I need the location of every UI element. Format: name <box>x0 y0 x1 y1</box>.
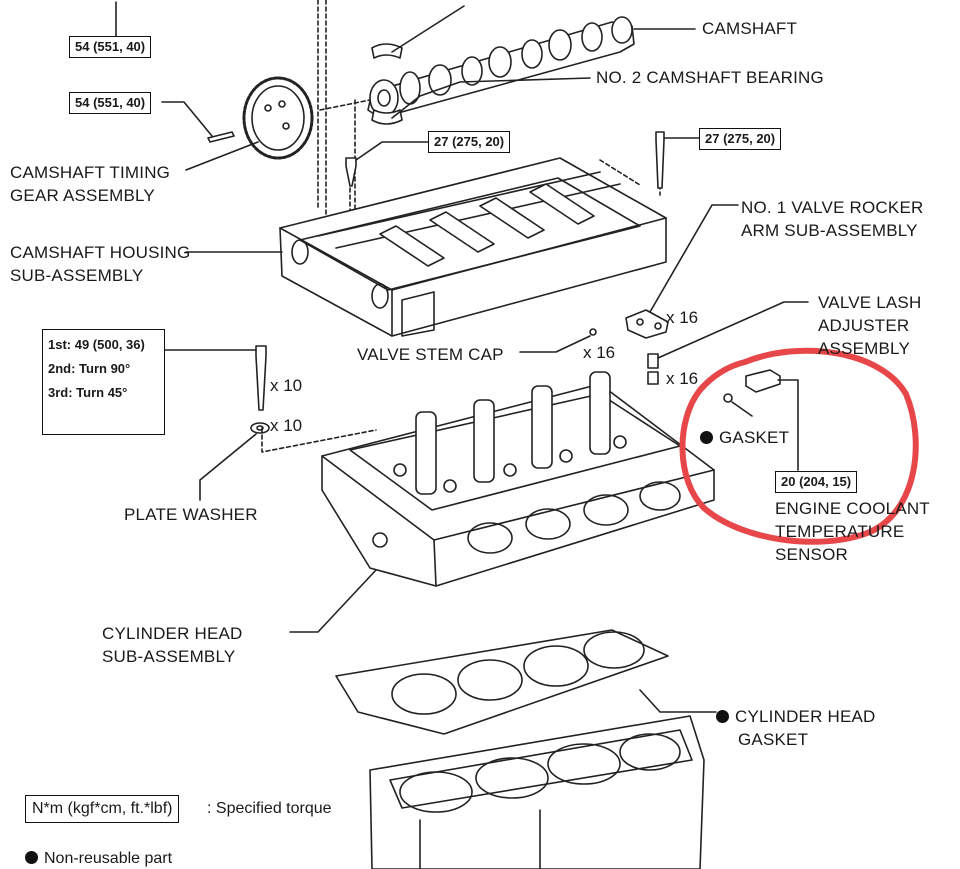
leader-coolant-sensor <box>777 379 799 471</box>
legend-nonreusable-text: Non-reusable part <box>44 850 173 867</box>
leader-head-gasket <box>639 689 717 713</box>
label-gasket-text: GASKET <box>719 428 790 447</box>
torque-timing-bolt: 54 (551, 40) <box>69 92 152 114</box>
torque-top: 54 (551, 40) <box>69 36 152 58</box>
lash-adjuster-part <box>647 353 659 369</box>
leader-no2-bearing <box>391 77 591 119</box>
timing-bolt <box>207 131 235 143</box>
label-head-gasket-1: CYLINDER HEAD <box>716 705 876 728</box>
leader-cylinder-head <box>289 569 377 633</box>
leader-timing-bolt <box>161 101 213 137</box>
head-bolt-torque-steps: 1st: 49 (500, 36) 2nd: Turn 90° 3rd: Tur… <box>42 329 165 435</box>
housing-bolt-left <box>345 157 357 187</box>
label-rocker-2: ARM SUB-ASSEMBLY <box>741 221 918 240</box>
leader-plate-washer <box>199 433 257 501</box>
label-housing-2: SUB-ASSEMBLY <box>10 266 144 285</box>
label-lash-3: ASSEMBLY <box>818 339 910 358</box>
label-coolant-1: ENGINE COOLANT <box>775 499 930 518</box>
bearing-upper <box>371 43 403 59</box>
torque-coolant-sensor: 20 (204, 15) <box>775 471 858 493</box>
qty-plate-washer: x 10 <box>270 416 303 435</box>
engine-block-part <box>369 715 705 869</box>
label-plate-washer: PLATE WASHER <box>124 505 258 524</box>
label-timing-gear-1: CAMSHAFT TIMING <box>10 163 171 182</box>
bolt-step-2: 2nd: Turn 90° <box>48 361 131 376</box>
timing-gear-part <box>242 76 314 160</box>
bolt-step-3: 3rd: Turn 45° <box>48 385 128 400</box>
nonreusable-dot-icon <box>700 431 713 444</box>
coolant-sensor-part <box>745 369 781 393</box>
bolt-step-1: 1st: 49 (500, 36) <box>48 337 145 352</box>
legend-torque-box: N*m (kgf*cm, ft.*lbf) <box>25 795 180 823</box>
qty-stem-cap: x 16 <box>583 343 616 362</box>
head-gasket-part <box>335 629 669 735</box>
label-coolant-2: TEMPERATURE <box>775 522 905 541</box>
label-cylinder-head-1: CYLINDER HEAD <box>102 624 243 643</box>
legend-nonreusable: Non-reusable part <box>25 849 172 869</box>
label-lash-1: VALVE LASH <box>818 293 922 312</box>
qty-head-bolt: x 10 <box>270 376 303 395</box>
camshaft-housing-part <box>279 157 667 337</box>
nonreusable-dot-icon <box>25 851 38 864</box>
leader-gasket <box>731 401 753 417</box>
label-rocker-1: NO. 1 VALVE ROCKER <box>741 198 924 217</box>
legend-torque-text: : Specified torque <box>207 800 332 817</box>
housing-bolt-right <box>655 131 665 189</box>
label-head-gasket-2: GASKET <box>738 730 809 749</box>
bearing-lower <box>371 109 403 125</box>
plate-washer-part <box>250 422 270 434</box>
label-camshaft: CAMSHAFT <box>702 19 798 38</box>
label-timing-gear-2: GEAR ASSEMBLY <box>10 186 155 205</box>
torque-housing-bolt-right: 27 (275, 20) <box>699 128 782 150</box>
leader-lash-adjuster <box>657 301 809 359</box>
label-housing-1: CAMSHAFT HOUSING <box>10 243 191 262</box>
red-highlight-circle <box>679 347 919 545</box>
leader-bearing-top <box>391 5 465 53</box>
label-valve-stem-cap: VALVE STEM CAP <box>357 345 504 364</box>
valve-stem-cap-part <box>589 328 597 336</box>
label-coolant-3: SENSOR <box>775 545 848 564</box>
leader-timing-gear <box>185 141 259 171</box>
cylinder-head-part <box>321 371 715 587</box>
qty-lash-adjuster: x 16 <box>666 369 699 388</box>
leader-stem-cap <box>519 335 591 353</box>
camshaft-part <box>367 16 635 119</box>
label-head-gasket-text: CYLINDER HEAD <box>735 707 876 726</box>
leader-rocker-arm <box>649 204 739 313</box>
head-bolt-part <box>255 345 267 411</box>
torque-housing-bolt-left: 27 (275, 20) <box>428 131 511 153</box>
leader-housing-bolt-left <box>355 141 429 161</box>
rocker-arm-part <box>625 309 669 339</box>
qty-rocker-arm: x 16 <box>666 308 699 327</box>
label-no2-camshaft-bearing: NO. 2 CAMSHAFT BEARING <box>596 68 824 87</box>
label-cylinder-head-2: SUB-ASSEMBLY <box>102 647 236 666</box>
gasket-ring-part <box>723 393 733 403</box>
label-lash-2: ADJUSTER <box>818 316 910 335</box>
nonreusable-dot-icon <box>716 710 729 723</box>
label-gasket: GASKET <box>700 426 789 449</box>
